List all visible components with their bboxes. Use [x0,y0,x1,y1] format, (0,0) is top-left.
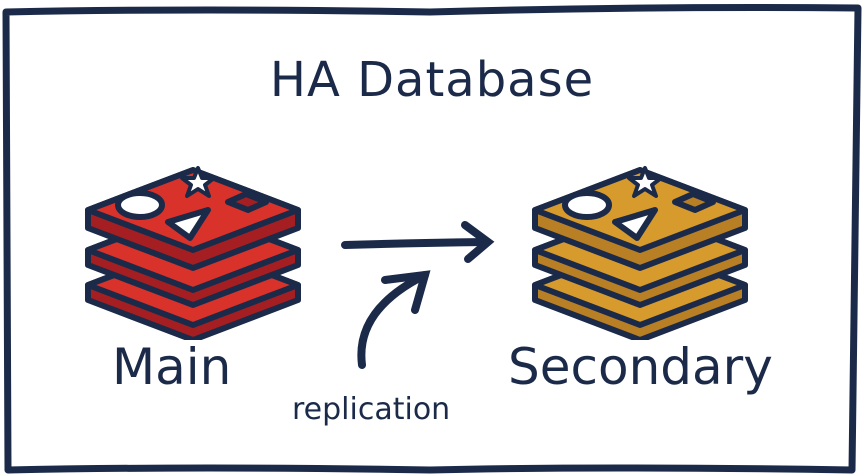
secondary-node-label: Secondary [508,338,773,396]
curved-pointer-arrow-icon [357,270,431,369]
diagram-title: HA Database [269,52,595,108]
replication-arrow-icon [341,221,495,263]
secondary-database-icon [532,166,748,340]
replication-label: replication [292,392,451,427]
main-database-icon [85,166,301,340]
main-node-label: Main [112,338,232,396]
